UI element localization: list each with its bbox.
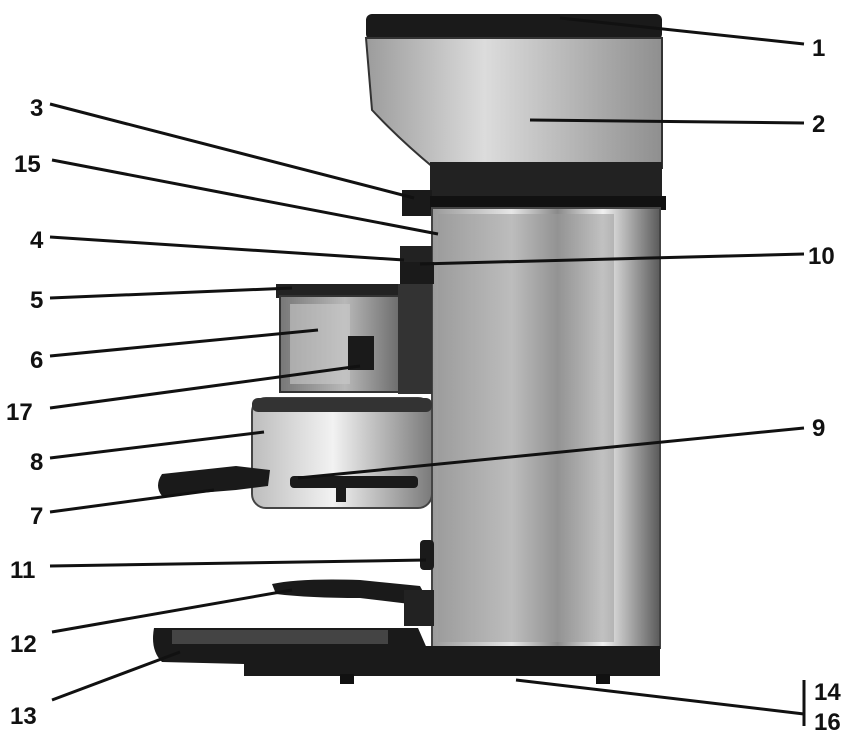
callout-7: 7 xyxy=(30,503,43,530)
base-foot-right xyxy=(596,674,610,684)
leader-3 xyxy=(49,102,415,200)
leader-9 xyxy=(297,426,805,480)
front-panel xyxy=(438,214,614,642)
dosing-lever-knob xyxy=(336,480,346,502)
leader-17 xyxy=(49,364,361,410)
leader-11 xyxy=(49,558,427,568)
grind-dial xyxy=(400,246,432,266)
callout-14: 14 xyxy=(814,679,841,706)
grinder-illustration xyxy=(153,14,666,684)
hopper-lock xyxy=(402,190,432,216)
callout-6: 6 xyxy=(30,347,43,374)
leader-7 xyxy=(49,488,215,514)
leader-5 xyxy=(49,286,293,300)
leader-13 xyxy=(51,650,181,702)
dosing-lever xyxy=(290,476,418,488)
callout-8: 8 xyxy=(30,449,43,476)
hopper-lid xyxy=(366,14,662,40)
callout-numbers: 1 2 3 15 4 10 5 6 17 9 8 7 11 12 13 14 1… xyxy=(6,35,841,735)
callout-4: 4 xyxy=(30,227,44,254)
callout-16: 16 xyxy=(814,709,841,735)
callout-2: 2 xyxy=(812,111,825,138)
callout-13: 13 xyxy=(10,703,37,730)
leader-4 xyxy=(49,235,405,262)
container-right-wall xyxy=(398,284,432,394)
leader-15 xyxy=(51,158,439,236)
leader-6 xyxy=(49,328,319,358)
holder-collar-dark-strip xyxy=(252,398,432,412)
callout-1: 1 xyxy=(812,35,825,62)
activation-switch xyxy=(420,540,434,570)
fork-arm xyxy=(404,590,434,626)
callout-12: 12 xyxy=(10,631,37,658)
hopper xyxy=(364,37,663,169)
callout-9: 9 xyxy=(812,415,825,442)
grinder-base xyxy=(244,646,660,676)
callout-10: 10 xyxy=(808,243,835,270)
grounds-container-lid xyxy=(276,284,416,298)
callout-11: 11 xyxy=(10,557,35,584)
callout-17: 17 xyxy=(6,399,33,426)
callout-5: 5 xyxy=(30,287,43,314)
base-foot-left xyxy=(340,674,354,684)
dosing-paddle xyxy=(348,336,374,370)
leader-2 xyxy=(529,118,805,125)
callout-15: 15 xyxy=(14,151,41,178)
leader-14-16 xyxy=(515,678,805,716)
portafilter-fork xyxy=(272,579,432,608)
leader-10 xyxy=(419,252,805,266)
leader-1 xyxy=(559,16,805,46)
body-top-band xyxy=(430,196,666,210)
drip-tray-grid xyxy=(172,630,388,644)
hopper-base-ring xyxy=(430,162,662,196)
leader-lines xyxy=(49,16,806,726)
callout-3: 3 xyxy=(30,95,43,122)
leader-12 xyxy=(51,588,293,634)
tamper-handle xyxy=(158,466,270,496)
leader-8 xyxy=(49,430,265,460)
chute xyxy=(400,262,434,284)
